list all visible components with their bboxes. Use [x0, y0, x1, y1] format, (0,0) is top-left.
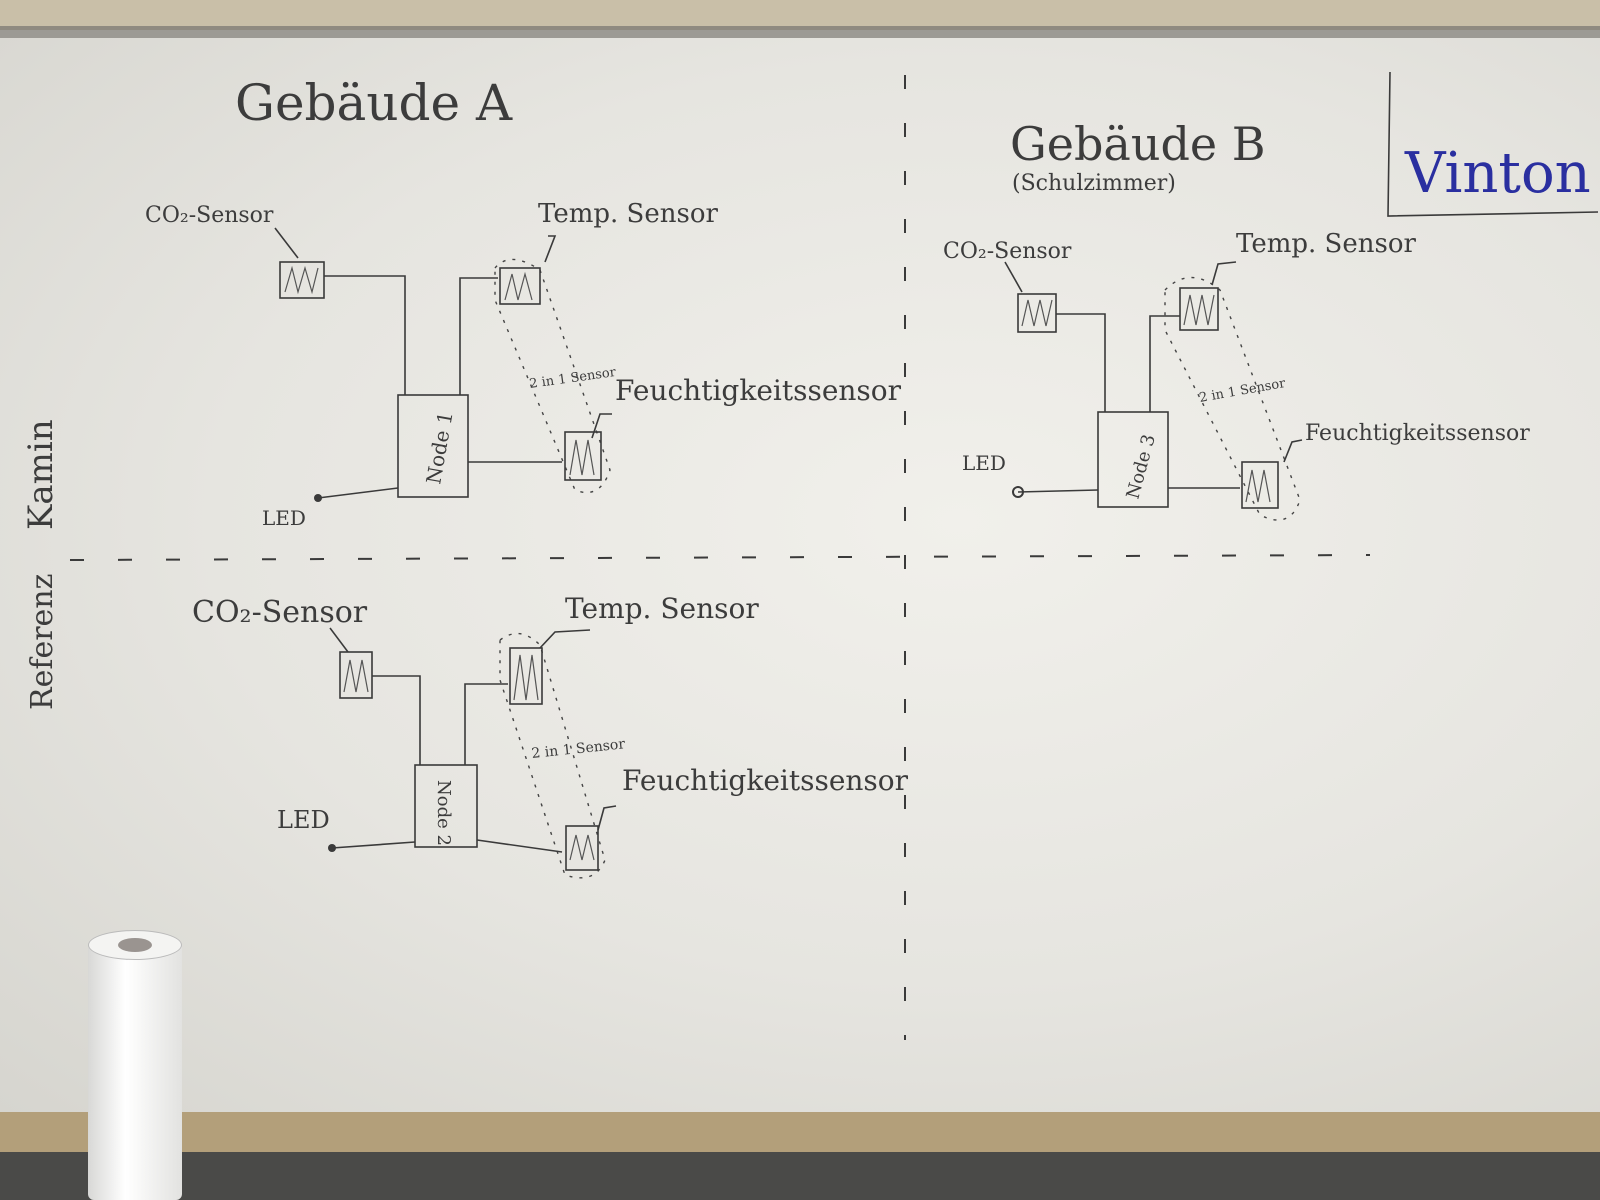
temp-sensor-box: [499, 267, 541, 305]
humidity-sensor-label: Feuchtigkeitssensor: [622, 764, 909, 797]
temp-sensor-label: Temp. Sensor: [565, 592, 759, 625]
combo-sensor-label: 2 in 1 Sensor: [528, 365, 617, 392]
node-1-group: CO₂-Sensor Node 1 Temp. Sensor 2 in 1 Se…: [145, 199, 902, 530]
humidity-sensor-label: Feuchtigkeitssensor: [1305, 421, 1530, 446]
co2-sensor-box: [339, 651, 373, 699]
side-label-kamin: Kamin: [21, 419, 61, 530]
node-1-box: [397, 394, 469, 498]
node-3-group: CO₂-Sensor Node 3 Temp. Sensor 2 in 1 Se…: [943, 229, 1530, 521]
paper-towel-roll: [88, 940, 182, 1200]
node-3-label: Node 3: [1123, 432, 1160, 501]
led-dot: [328, 844, 336, 852]
co2-sensor-box: [1017, 293, 1057, 333]
combo-sensor-outline: [499, 632, 606, 879]
side-label-referenz: Referenz: [25, 574, 60, 710]
paper-towel-roll-core: [118, 938, 152, 952]
horizontal-divider: [69, 554, 1371, 561]
led-label: LED: [262, 506, 306, 530]
co2-sensor-label: CO₂-Sensor: [145, 203, 274, 228]
wall-top: [0, 0, 1600, 26]
signature: Vinton: [1404, 141, 1591, 206]
co2-sensor-label: CO₂-Sensor: [192, 595, 368, 630]
node-2-box: [414, 764, 478, 848]
combo-sensor-outline: [1164, 276, 1301, 521]
combo-sensor-label: 2 in 1 Sensor: [531, 736, 626, 762]
temp-sensor-label: Temp. Sensor: [538, 199, 718, 229]
co2-sensor-box: [279, 261, 325, 299]
temp-sensor-box: [1179, 287, 1219, 331]
temp-sensor-box: [509, 647, 543, 705]
marker-tray: [0, 1112, 1600, 1152]
humidity-sensor-box: [565, 825, 599, 871]
temp-sensor-label: Temp. Sensor: [1236, 229, 1416, 259]
signature-box: [1387, 71, 1599, 217]
combo-sensor-outline: [494, 258, 611, 494]
combo-sensor-label: 2 in 1 Sensor: [1198, 376, 1287, 406]
led-dot: [1012, 486, 1024, 498]
building-b-subtitle: (Schulzimmer): [1012, 171, 1176, 196]
node-3-box: [1097, 411, 1169, 508]
node-2-label: Node 2: [433, 780, 454, 846]
node-2-group: CO₂-Sensor Node 2 Temp. Sensor 2 in 1 Se…: [192, 592, 909, 879]
humidity-sensor-box: [1241, 461, 1279, 509]
whiteboard: [0, 30, 1600, 1112]
led-dot: [314, 494, 322, 502]
building-a-title: Gebäude A: [235, 74, 513, 132]
node-1-label: Node 1: [421, 410, 457, 486]
building-b-title: Gebäude B: [1010, 117, 1266, 171]
co2-sensor-label: CO₂-Sensor: [943, 239, 1072, 264]
floor: [0, 1152, 1600, 1200]
humidity-sensor-box: [564, 431, 602, 481]
humidity-sensor-label: Feuchtigkeitssensor: [615, 374, 902, 407]
led-label: LED: [962, 451, 1006, 475]
led-label: LED: [277, 806, 330, 834]
